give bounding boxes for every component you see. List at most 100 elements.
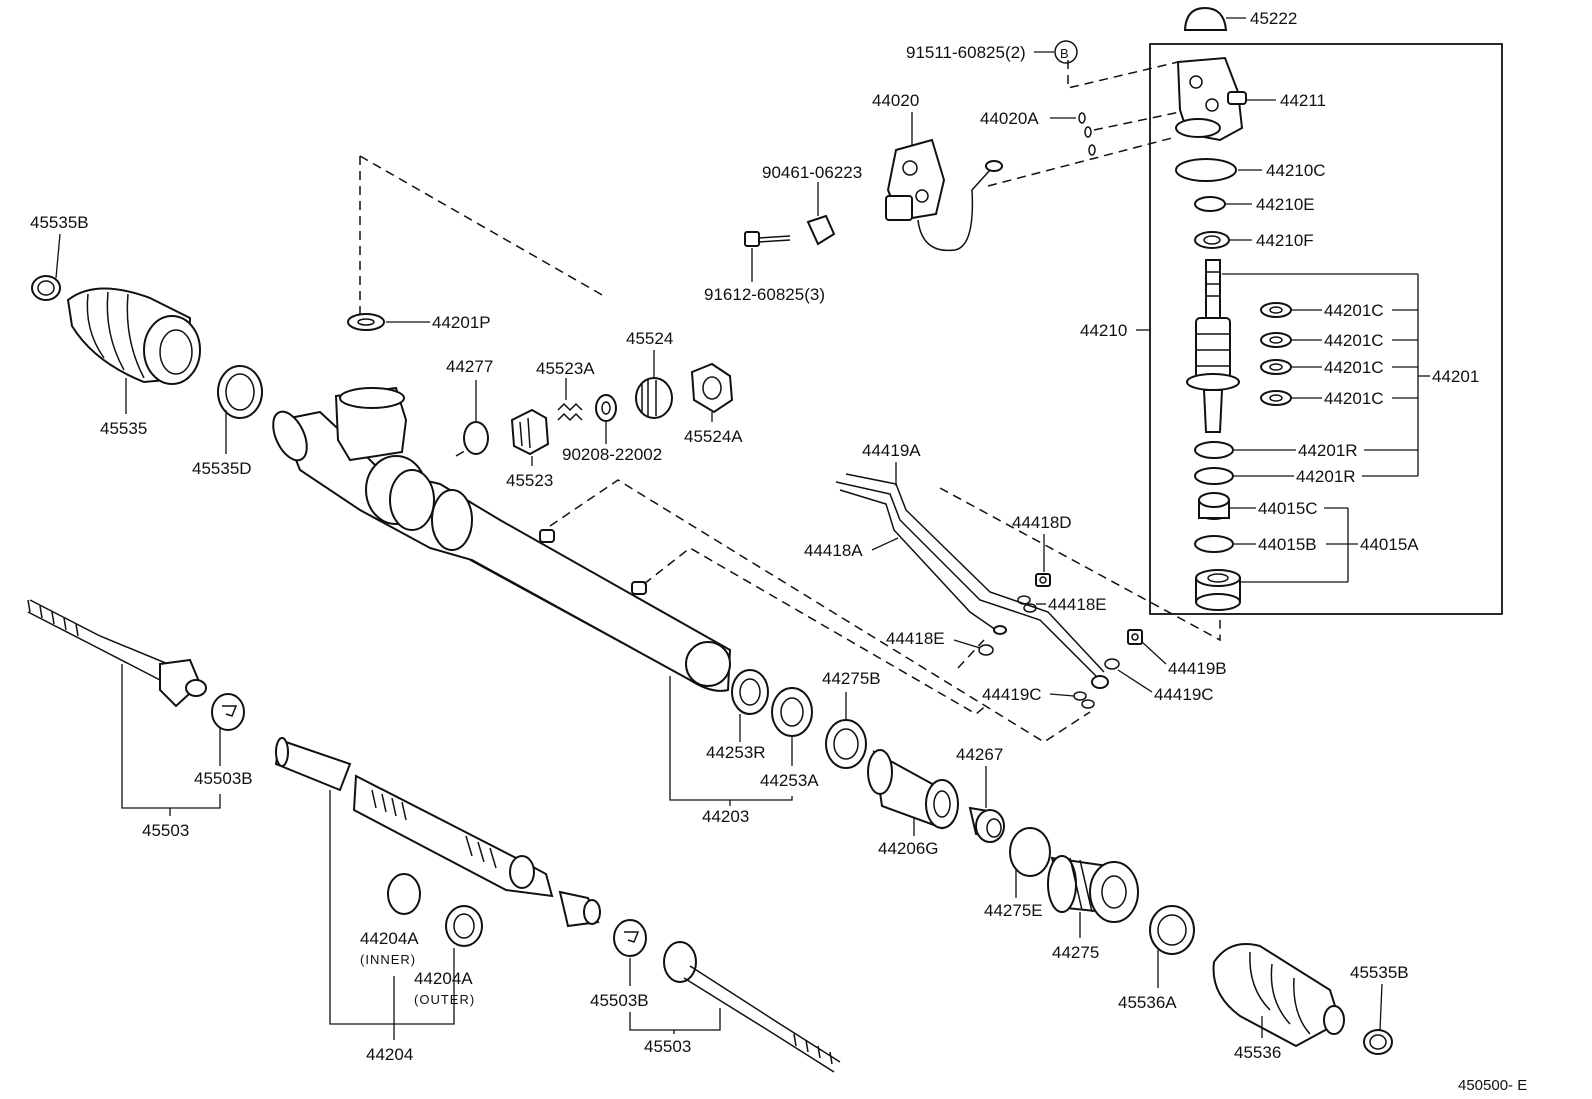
callout-44204A-inner: 44204A	[360, 929, 419, 948]
callout-45535B-bottom: 45535B	[1350, 963, 1409, 982]
callout-45523: 45523	[506, 471, 553, 490]
callout-44418A: 44418A	[804, 541, 863, 560]
callout-45523A: 45523A	[536, 359, 595, 378]
rack-housing-44200	[272, 386, 732, 692]
callout-44020: 44020	[872, 91, 919, 110]
rack-boot-45536	[1212, 943, 1345, 1048]
seal-rings-44201C	[1260, 302, 1292, 406]
oring-44015B	[1194, 535, 1234, 553]
oring-44201R-2	[1194, 467, 1234, 485]
seal-44210E	[1194, 196, 1226, 212]
callout-44210F: 44210F	[1256, 231, 1314, 250]
rack-guide-45523	[510, 408, 550, 456]
oring-44275B	[825, 719, 867, 769]
gasket-44419C-1	[1104, 658, 1120, 670]
callout-45535: 45535	[100, 419, 147, 438]
callout-44204A-inner-note: (INNER)	[360, 952, 416, 967]
locknut-45524A	[690, 362, 734, 414]
gasket-44419C-2	[1073, 691, 1087, 701]
reference-b-marker	[1054, 40, 1078, 64]
oring-44204A-inner	[387, 873, 421, 915]
boot-clamp-45535D	[217, 365, 263, 419]
callout-44419C-1: 44419C	[1154, 685, 1214, 704]
callout-b: B	[1060, 46, 1069, 61]
bolt-91612	[744, 231, 791, 247]
washer-90208	[595, 394, 617, 422]
callout-45503-mid: 45503	[644, 1037, 691, 1056]
callout-91612-60825: 91612-60825(3)	[704, 285, 825, 304]
callout-44419C-2: 44419C	[982, 685, 1042, 704]
callout-44419B: 44419B	[1168, 659, 1227, 678]
gasket-44418E-1	[1017, 595, 1031, 605]
callout-44204A-outer-note: (OUTER)	[414, 992, 475, 1007]
bushing-44267	[968, 806, 1005, 843]
callout-44210E: 44210E	[1256, 195, 1315, 214]
diagram-code: 450500- E	[1458, 1077, 1527, 1094]
callout-44267: 44267	[956, 745, 1003, 764]
valve-housing-44211	[1175, 56, 1247, 142]
oring-44210C	[1175, 158, 1237, 182]
callout-45503B-left: 45503B	[194, 769, 253, 788]
union-bolt-44419B	[1127, 629, 1143, 645]
plug-44277	[463, 421, 489, 455]
callout-44204A-outer: 44204A	[414, 969, 473, 988]
callout-44201C-2: 44201C	[1324, 331, 1384, 350]
oil-seal-44253R	[731, 669, 769, 715]
oil-seal-44253A	[771, 687, 813, 737]
callout-45222: 45222	[1250, 9, 1297, 28]
bearing-44015C	[1198, 492, 1230, 520]
callout-90208-22002: 90208-22002	[562, 445, 662, 464]
callout-44201C-1: 44201C	[1324, 301, 1384, 320]
boot-clamp-45536A	[1149, 905, 1195, 955]
callout-44419A: 44419A	[862, 441, 921, 460]
callout-44277: 44277	[446, 357, 493, 376]
callout-45503B-mid: 45503B	[590, 991, 649, 1010]
oring-44275E	[1009, 827, 1051, 877]
boot-clamp-45535B-bottom	[1363, 1029, 1393, 1055]
callout-44253A: 44253A	[760, 771, 819, 790]
dust-cover-45222	[1183, 6, 1228, 31]
tie-rod-end-45503-left	[27, 599, 207, 708]
callout-45536: 45536	[1234, 1043, 1281, 1062]
oring-44201R-1	[1194, 441, 1234, 459]
union-bolt-44418D	[1035, 573, 1051, 587]
bearing-44210F	[1194, 231, 1230, 249]
callout-44020A: 44020A	[980, 109, 1039, 128]
callout-44275: 44275	[1052, 943, 1099, 962]
callout-44210C: 44210C	[1266, 161, 1326, 180]
callout-44275B: 44275B	[822, 669, 881, 688]
callout-91511-60825: 91511-60825(2)	[906, 43, 1026, 62]
callout-44201R-1: 44201R	[1298, 441, 1358, 460]
callout-45524: 45524	[626, 329, 673, 348]
oring-44204A-outer	[445, 905, 483, 947]
callout-45535B-top: 45535B	[30, 213, 89, 232]
callout-44203: 44203	[702, 807, 749, 826]
callout-44211: 44211	[1280, 91, 1326, 110]
claw-washer-45503B-left	[211, 693, 245, 731]
callout-44201C-4: 44201C	[1324, 389, 1384, 408]
plug-44015	[1195, 569, 1241, 611]
callout-44210: 44210	[1080, 321, 1127, 340]
valve-assembly-box	[1149, 43, 1503, 615]
callout-44418E-1: 44418E	[1048, 595, 1107, 614]
callout-45524A: 45524A	[684, 427, 743, 446]
callout-45536A: 45536A	[1118, 993, 1177, 1012]
rack-boot-45535	[66, 287, 201, 385]
valve-body-44020	[885, 138, 1003, 252]
nut-44201P	[347, 313, 385, 331]
cylinder-end-stopper-44206G	[867, 749, 959, 830]
callout-45503-left: 45503	[142, 821, 189, 840]
callout-44201P: 44201P	[432, 313, 491, 332]
callout-90461-06223: 90461-06223	[762, 163, 862, 182]
callout-44418E-2: 44418E	[886, 629, 945, 648]
callout-44204: 44204	[366, 1045, 413, 1064]
callout-44201C-3: 44201C	[1324, 358, 1384, 377]
callout-44015C: 44015C	[1258, 499, 1318, 518]
callout-44201R-2: 44201R	[1296, 467, 1356, 486]
callout-44015B: 44015B	[1258, 535, 1317, 554]
turn-pressure-tubes-44419A-44418A	[835, 473, 1109, 689]
spring-45523A	[557, 402, 583, 422]
steering-rack-44204	[274, 737, 601, 928]
tie-rod-end-45503-mid	[663, 941, 841, 1073]
